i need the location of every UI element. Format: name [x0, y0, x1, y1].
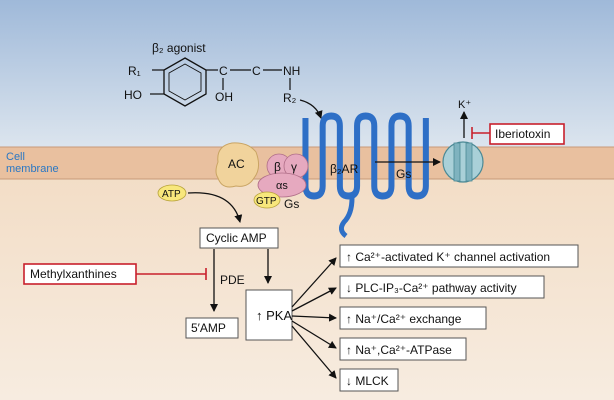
effect-list: ↑ Ca²⁺-activated K⁺ channel activation ↓… [339, 244, 579, 392]
cyclic-amp-box [199, 227, 279, 249]
effect-text: MLCK [355, 374, 388, 388]
agonist-binding-arrow [299, 99, 323, 119]
effect-item: ↓ MLCK [339, 368, 399, 392]
ho-label: HO [124, 88, 142, 102]
svg-text:↑ Na⁺/Ca²⁺ exchange: ↑ Na⁺/Ca²⁺ exchange [346, 312, 462, 326]
atp-to-camp-arrow [187, 192, 243, 223]
effect-item: ↑ Ca²⁺-activated K⁺ channel activation [339, 244, 579, 268]
g-protein: β γ αs GTP Gs [253, 153, 309, 211]
oh-label: OH [215, 90, 233, 104]
effect-arrow: ↑ [346, 250, 352, 264]
beta2-adrenergic-receptor: β₂AR [302, 112, 429, 238]
nh-label: NH [283, 64, 300, 78]
effect-item: ↑ Na⁺,Ca²⁺-ATPase [339, 337, 467, 361]
effect-arrow: ↑ [346, 312, 352, 326]
methylxanthines-label: Methylxanthines [30, 267, 117, 281]
svg-text:↑ Na⁺,Ca²⁺-ATPase: ↑ Na⁺,Ca²⁺-ATPase [346, 343, 452, 357]
svg-text:↓ PLC-IP₃-Ca²⁺ pathway activit: ↓ PLC-IP₃-Ca²⁺ pathway activity [346, 281, 517, 295]
adenylyl-cyclase [215, 142, 260, 188]
effect-text: PLC-IP₃-Ca²⁺ pathway activity [355, 281, 516, 295]
cell-membrane-label-2: membrane [6, 163, 59, 175]
svg-text:↓ MLCK: ↓ MLCK [346, 374, 389, 388]
effect-text: Na⁺,Ca²⁺-ATPase [355, 343, 452, 357]
effect-item: ↑ Na⁺/Ca²⁺ exchange [339, 306, 487, 330]
iberiotoxin-label: Iberiotoxin [495, 127, 550, 141]
effect-item: ↓ PLC-IP₃-Ca²⁺ pathway activity [339, 275, 545, 299]
iberiotoxin-box [489, 123, 565, 145]
effect-text: Na⁺/Ca²⁺ exchange [355, 312, 461, 326]
effect-arrow: ↓ [346, 374, 352, 388]
r1-label: R₁ [128, 64, 141, 78]
effect-arrow: ↓ [346, 281, 352, 295]
k-plus-label: K⁺ [458, 99, 471, 111]
effect-arrow: ↑ [346, 343, 352, 357]
alpha-s-label: αs [276, 180, 288, 192]
gs-protein-label: Gs [284, 197, 299, 211]
effect-text: Ca²⁺-activated K⁺ channel activation [355, 250, 550, 264]
agonist-title: β₂ agonist [152, 41, 206, 55]
atp-molecule [157, 184, 187, 202]
carbon-2-label: C [252, 64, 261, 78]
carbon-1-label: C [219, 64, 228, 78]
gtp-label: GTP [256, 196, 277, 207]
k-channel [442, 141, 484, 183]
beta2-agonist-structure: β₂ agonist R₁ HO C OH C NH R₂ [124, 41, 300, 107]
gamma-subunit-label: γ [291, 160, 297, 174]
ac-label: AC [228, 157, 245, 171]
pka-effect-arrows [291, 257, 337, 379]
gs-arrow-label: Gs [396, 167, 411, 181]
cyclic-amp-label: Cyclic AMP [206, 231, 267, 245]
pde-label: PDE [220, 273, 245, 287]
svg-text:↑ Ca²⁺-activated K⁺ channel ac: ↑ Ca²⁺-activated K⁺ channel activation [346, 250, 550, 264]
five-amp-label: 5′AMP [191, 321, 226, 335]
five-amp-box [185, 317, 239, 339]
r2-label: R₂ [283, 91, 297, 105]
cell-membrane-label: Cell [6, 151, 25, 163]
beta-subunit-label: β [274, 160, 281, 174]
b2ar-label: β₂AR [330, 162, 359, 176]
pka-label: ↑ PKA [256, 308, 292, 323]
pka-box [245, 289, 293, 341]
atp-label: ATP [162, 189, 181, 200]
